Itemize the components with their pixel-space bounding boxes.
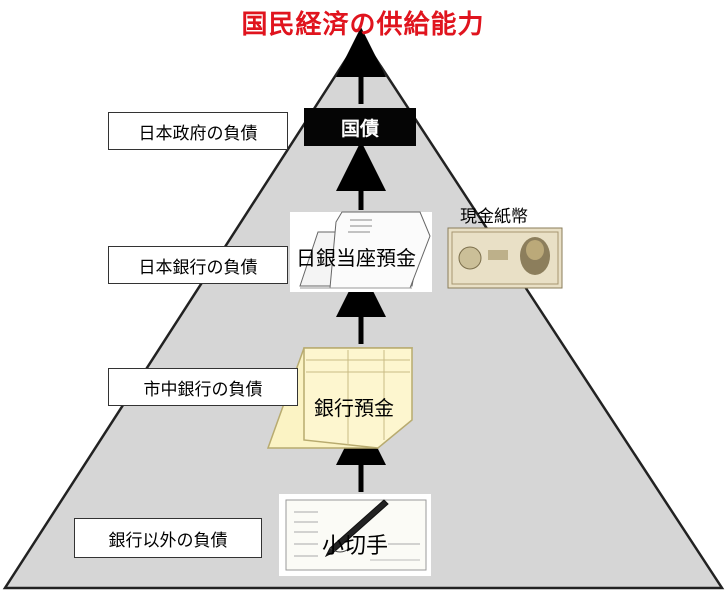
passbook-icon bbox=[290, 211, 432, 292]
check-icon bbox=[279, 494, 431, 576]
label-government-liabilities: 日本政府の負債 bbox=[108, 112, 288, 150]
label-boj-liabilities: 日本銀行の負債 bbox=[108, 246, 288, 284]
label-commercial-bank-liabilities: 市中銀行の負債 bbox=[108, 368, 298, 406]
page-title: 国民経済の供給能力 bbox=[241, 10, 485, 40]
boj-current-account-text: 日銀当座預金 bbox=[296, 246, 416, 270]
cash-label: 現金紙幣 bbox=[460, 207, 528, 227]
label-non-bank-liabilities: 銀行以外の負債 bbox=[74, 518, 262, 558]
fountain-pen-icon bbox=[324, 499, 389, 558]
bank-deposits-text: 銀行預金 bbox=[314, 396, 394, 420]
bonds-box: 国債 bbox=[304, 108, 416, 146]
banknote-icon bbox=[447, 227, 563, 289]
checks-text: 小切手 bbox=[322, 534, 389, 559]
bank-passbook-icon bbox=[266, 347, 414, 449]
